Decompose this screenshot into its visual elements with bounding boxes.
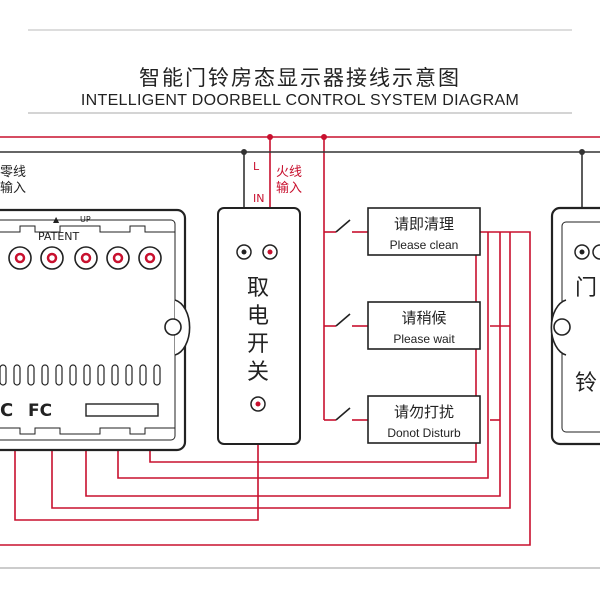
switch-clean: 请即清理 Please clean — [324, 207, 481, 256]
card-switch-char-4: 关 — [247, 360, 269, 385]
doorbell-junction — [579, 149, 585, 155]
live-label-line2: 输入 — [276, 180, 302, 196]
patent-label: PATENT — [38, 230, 79, 243]
switch-contact-icon — [335, 219, 351, 233]
L-label: L — [253, 160, 260, 173]
live-label-line1: 火线 — [276, 165, 302, 180]
doorbell-terminal-2 — [592, 244, 600, 260]
card-switch-char-1: 取 — [247, 276, 269, 301]
doorbell-unit: 门 铃 — [550, 206, 600, 446]
live-junction — [267, 134, 273, 140]
switch-disturb-en: Donot Disturb — [387, 426, 461, 440]
doorbell-mounting-hole — [553, 318, 571, 336]
switch-wait-cn: 请稍候 — [401, 309, 446, 327]
switch-feed-junction — [321, 134, 327, 140]
IN-label: IN — [253, 192, 264, 205]
switch-wait-en: Please wait — [393, 332, 455, 346]
label-strip — [85, 403, 159, 417]
card-switch-char-2: 电 — [247, 304, 269, 329]
up-label: UP — [80, 215, 91, 224]
switch-contact-icon — [335, 407, 351, 421]
display-panel: ▲ UP PATENT — [0, 208, 191, 452]
neutral-label-line2: 输入 — [0, 180, 26, 196]
mounting-hole — [164, 318, 182, 336]
switch-clean-cn: 请即清理 — [394, 215, 454, 233]
doorbell-char-1: 门 — [575, 276, 597, 301]
panel-terminals — [8, 246, 162, 270]
switch-clean-en: Please clean — [390, 238, 459, 252]
diagram-title-cn: 智能门铃房态显示器接线示意图 — [139, 66, 461, 90]
mounting-ear — [174, 299, 191, 356]
up-arrow-icon: ▲ — [53, 215, 60, 224]
ce-mark-icon: C — [0, 400, 13, 421]
card-switch-char-3: 开 — [247, 332, 269, 357]
switch-disturb: 请勿打扰 Donot Disturb — [324, 395, 481, 444]
switch-wait: 请稍候 Please wait — [324, 301, 481, 350]
wire-doorbell-loop — [0, 231, 531, 546]
vent-slots — [0, 364, 161, 386]
switch-disturb-cn: 请勿打扰 — [394, 403, 454, 421]
card-switch: 取 电 开 关 — [217, 207, 301, 445]
fcc-mark-icon: FC — [28, 401, 52, 421]
neutral-junction — [241, 149, 247, 155]
neutral-label-line1: 零线 — [0, 165, 26, 180]
doorbell-char-2: 铃 — [575, 371, 597, 396]
diagram-title-en: INTELLIGENT DOORBELL CONTROL SYSTEM DIAG… — [80, 92, 520, 109]
switch-contact-icon — [335, 313, 351, 327]
